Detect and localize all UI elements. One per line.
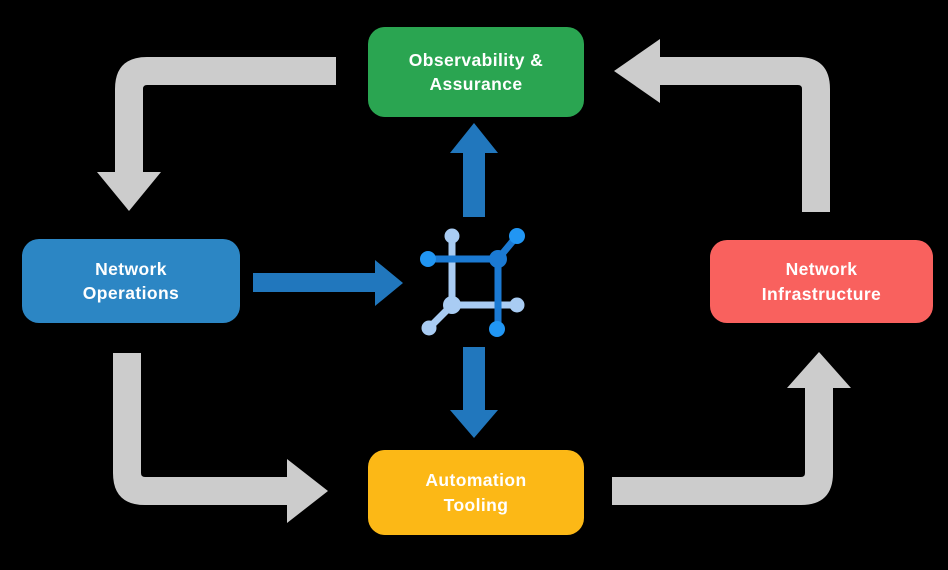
arrow-icon-to-automation [450, 347, 498, 438]
node-automation: Automation Tooling [368, 450, 584, 535]
flow-infrastructure-to-observability-arrow [614, 39, 830, 212]
node-operations-label: Network Operations [82, 258, 180, 303]
blue-arrows-group [253, 123, 498, 438]
flow-observability-to-operations-arrow [97, 57, 336, 211]
arrow-operations-to-icon [253, 260, 403, 306]
flow-operations-to-automation-arrow [113, 353, 328, 523]
network-mesh-icon [420, 228, 525, 337]
flow-automation-to-infrastructure-arrow [612, 352, 851, 505]
node-infrastructure: Network Infrastructure [710, 240, 933, 323]
node-observability: Observability & Assurance [368, 27, 584, 117]
icon-light-nodes [421, 228, 525, 336]
icon-bright-nodes [420, 228, 525, 337]
icon-junction-node [489, 250, 507, 268]
arrow-icon-to-observability [450, 123, 498, 217]
node-automation-label: Automation Tooling [425, 470, 527, 515]
node-observability-label: Observability & Assurance [408, 49, 544, 94]
node-infrastructure-label: Network Infrastructure [761, 259, 882, 304]
node-operations: Network Operations [22, 239, 240, 323]
